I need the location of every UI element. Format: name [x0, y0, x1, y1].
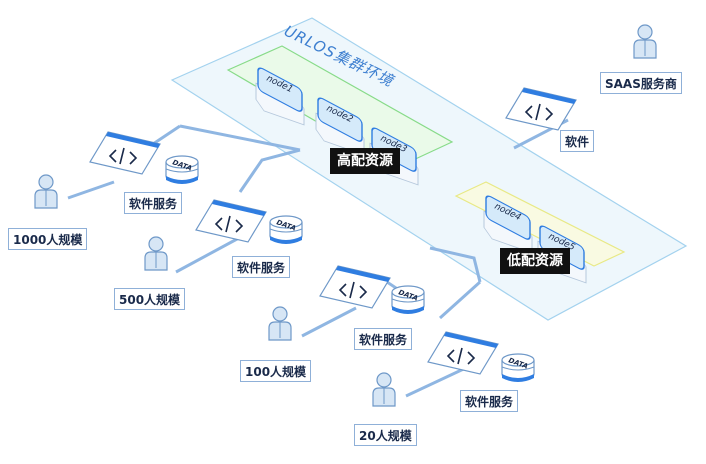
service-doc-icon [195, 199, 267, 243]
scale-label: 100人规模 [240, 360, 312, 382]
service-label: 软件服务 [124, 192, 183, 214]
vendor-person-icon [633, 24, 657, 59]
user-person-icon [268, 306, 292, 341]
high-resource-label: 高配资源 [330, 148, 400, 174]
scale-label: 500人规模 [114, 288, 186, 310]
service-doc-icon [427, 331, 499, 375]
user-person-icon [34, 174, 58, 209]
service-doc-icon [89, 131, 161, 175]
low-resource-label: 低配资源 [500, 248, 570, 274]
scale-label: 20人规模 [354, 424, 417, 446]
service-label: 软件服务 [354, 328, 413, 350]
service-db-icon [391, 285, 425, 315]
user-person-icon [144, 236, 168, 271]
vendor-label: SAAS服务商 [600, 72, 682, 94]
service-db-icon [165, 155, 199, 185]
user-person-icon [372, 372, 396, 407]
scale-label: 1000人规模 [8, 228, 88, 250]
service-db-icon [501, 353, 535, 383]
service-db-icon [269, 215, 303, 245]
software-label: 软件 [560, 130, 595, 152]
service-doc-icon [319, 265, 391, 309]
service-label: 软件服务 [232, 256, 291, 278]
service-label: 软件服务 [460, 390, 519, 412]
software-doc-icon [505, 87, 577, 131]
